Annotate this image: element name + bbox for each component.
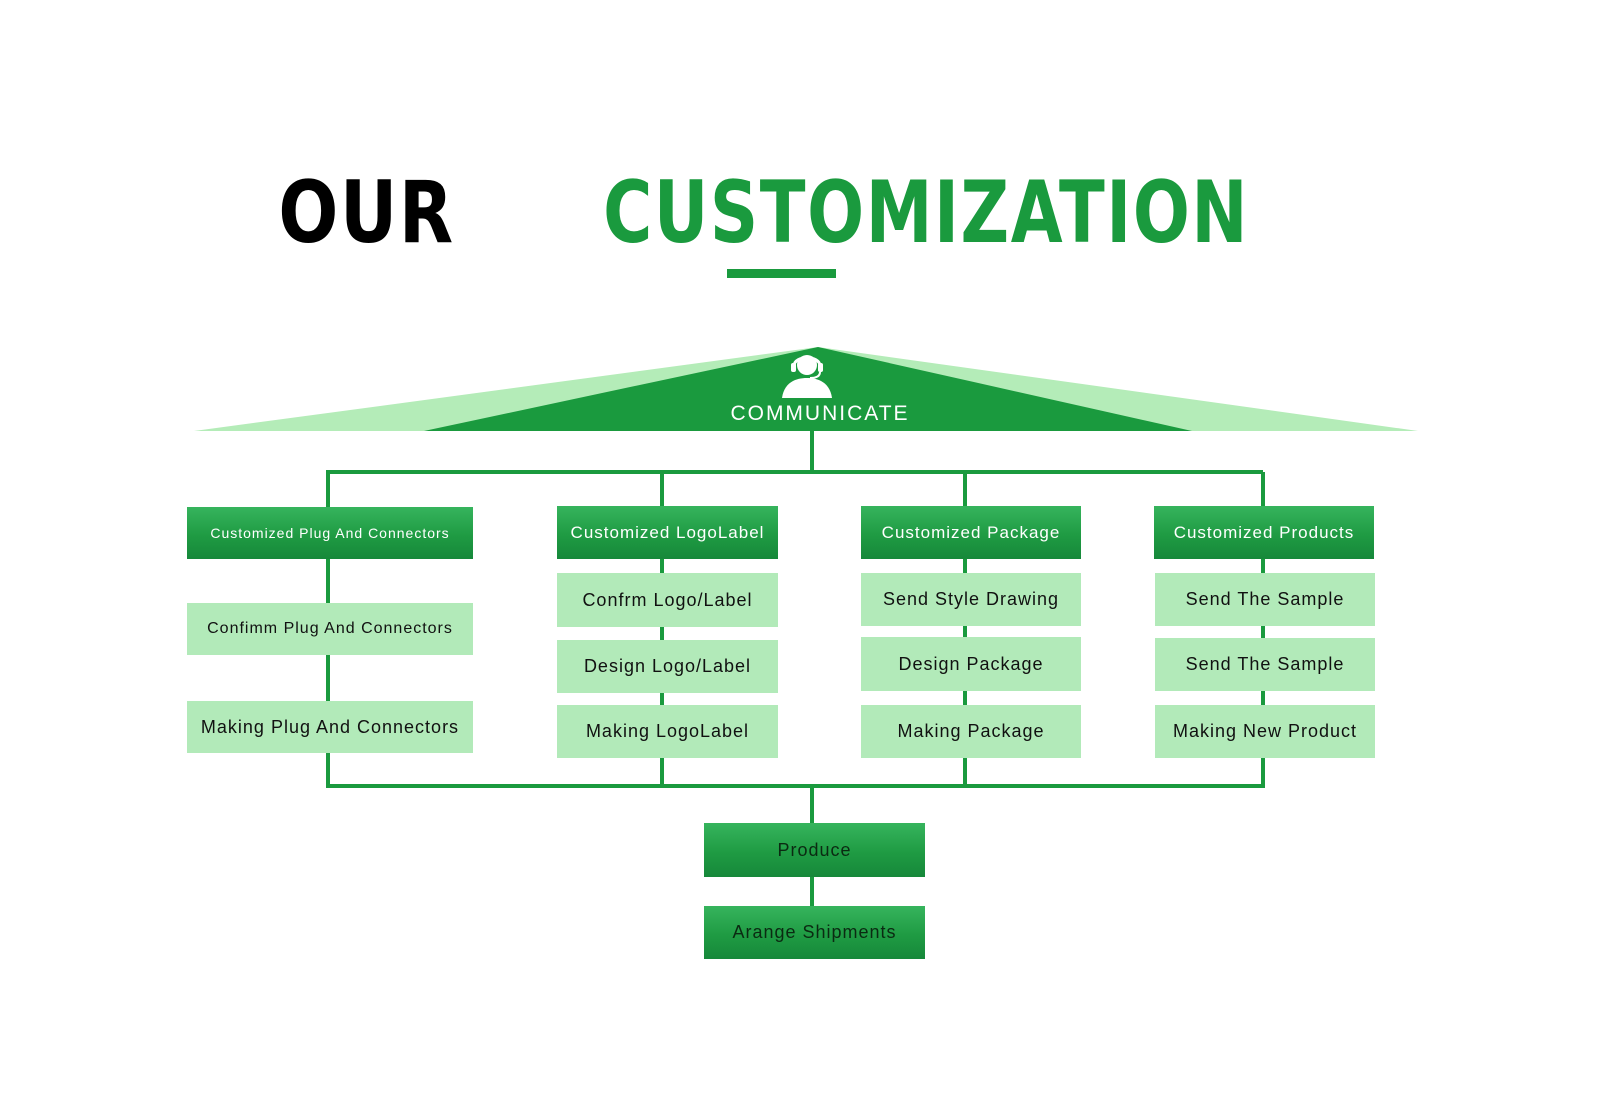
column-header-package: Customized Package [861,506,1081,559]
column-header-logo-label: Customized LogoLabel [557,506,778,559]
step-making-new-product: Making New Product [1155,705,1375,758]
step-design-logo-label: Design Logo/Label [557,640,778,693]
column-header-plug-connectors: Customized Plug And Connectors [187,507,473,559]
title-word-customization: CUSTOMIZATION [603,163,1250,263]
step-send-sample-2: Send The Sample [1155,638,1375,691]
step-making-plug-connectors: Making Plug And Connectors [187,701,473,753]
step-confirm-plug-connectors: Confimm Plug And Connectors [187,603,473,655]
column-header-products: Customized Products [1154,506,1374,559]
title-underline [727,269,836,278]
step-send-style-drawing: Send Style Drawing [861,573,1081,626]
step-confirm-logo-label: Confrm Logo/Label [557,573,778,627]
step-send-sample-1: Send The Sample [1155,573,1375,626]
page-title: OUR CUSTOMIZATION [0,170,1600,256]
step-making-logo-label: Making LogoLabel [557,705,778,758]
step-design-package: Design Package [861,637,1081,691]
title-word-our: OUR [278,163,456,263]
customer-service-headset-icon [782,355,832,398]
step-making-package: Making Package [861,705,1081,758]
step-produce: Produce [704,823,925,877]
communicate-label: COMMUNICATE [730,402,910,425]
step-arrange-shipments: Arange Shipments [704,906,925,959]
